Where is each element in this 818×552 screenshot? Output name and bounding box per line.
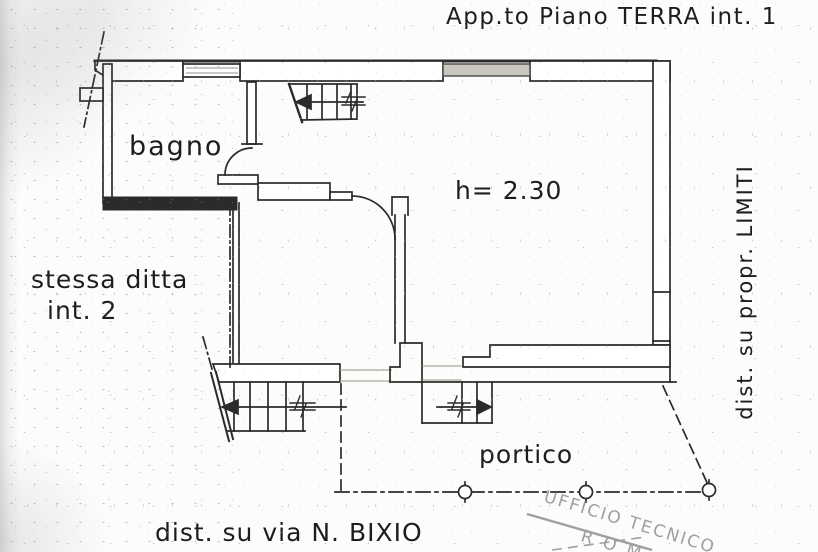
boundary-lines xyxy=(82,30,231,371)
staircase-top xyxy=(287,82,366,124)
street-boundary-label: dist. su via N. BIXIO xyxy=(155,518,423,547)
bathroom-door-arc xyxy=(224,147,253,176)
window-top-left xyxy=(182,63,241,78)
stair-arrow-left-icon xyxy=(293,93,312,111)
window-top-right xyxy=(442,63,531,77)
stair-arrow-right-icon xyxy=(476,398,493,416)
room-door-arc xyxy=(351,195,396,240)
office-stamp: UFFICIO TECNICO ROMA xyxy=(526,487,718,552)
windows xyxy=(182,63,531,78)
exterior-walls xyxy=(79,59,677,383)
apartment-title-label: App.to Piano TERRA int. 1 xyxy=(446,4,778,30)
door-arcs xyxy=(224,147,396,240)
stair-arrow-left-icon xyxy=(219,398,239,416)
survey-marker-icon xyxy=(457,481,473,503)
ceiling-height-label: h= 2.30 xyxy=(455,176,562,205)
neighbor-unit-label-line2: int. 2 xyxy=(47,296,117,325)
survey-markers xyxy=(457,479,717,503)
bathroom-label: bagno xyxy=(129,131,223,162)
portico-boundary xyxy=(334,383,713,493)
neighbor-unit-label-line1: stessa ditta xyxy=(31,265,188,294)
property-boundary-label: dist. su propr. LIMITI xyxy=(733,164,757,420)
interior-walls xyxy=(211,81,409,383)
entry-steps xyxy=(389,342,493,424)
survey-marker-icon xyxy=(578,481,594,503)
staircase-bottom-left xyxy=(209,370,347,443)
portico-label: portico xyxy=(479,440,573,469)
survey-marker-icon xyxy=(701,479,717,501)
